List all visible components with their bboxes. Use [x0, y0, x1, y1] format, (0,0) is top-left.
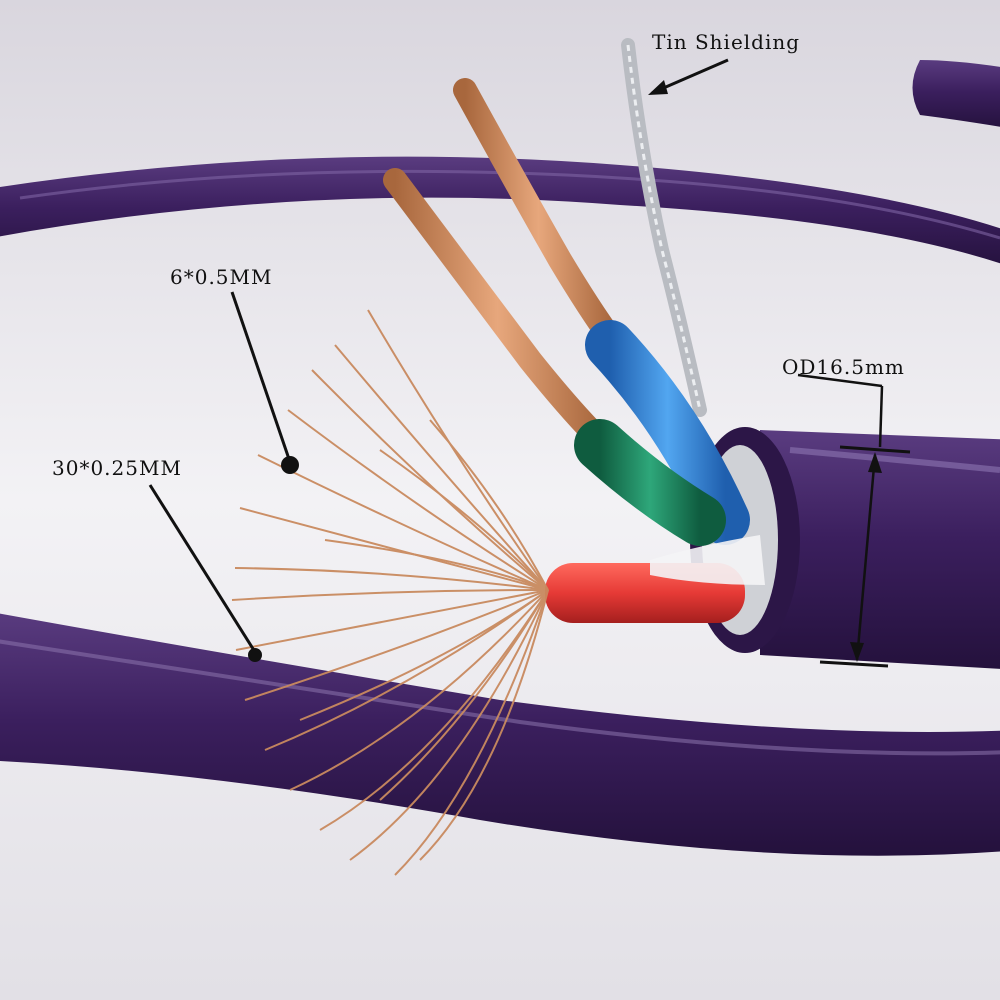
cable-highlight	[789, 447, 1000, 473]
conductor-30-dot	[248, 648, 262, 662]
outer-diameter-label: OD16.5mm	[782, 355, 905, 379]
conductor-30-label: 30*0.25MM	[52, 456, 182, 480]
od-leader-vertical	[878, 385, 884, 448]
conductor-6-pointer	[230, 291, 292, 463]
shielding-texture	[626, 44, 702, 411]
conductor-6-dot	[281, 456, 299, 474]
cable-main-jacket	[760, 430, 1000, 669]
od-arrow-bottom	[850, 642, 864, 662]
tin-shielding-label: Tin Shielding	[652, 30, 801, 54]
fanned-copper-strands	[231, 309, 549, 876]
cable-end-top-right	[912, 60, 1000, 127]
od-leader	[797, 373, 883, 388]
blue-insulation	[585, 320, 750, 545]
copper-strand-blue	[453, 78, 624, 352]
od-bottom-tick	[819, 660, 889, 668]
od-arrow-top	[868, 452, 882, 473]
od-top-tick	[839, 445, 911, 454]
cable-highlight	[0, 639, 1000, 756]
paper-filler	[650, 535, 765, 585]
cable-loop-upper	[0, 156, 1000, 264]
od-dimension-line	[855, 454, 877, 661]
copper-strand-green	[383, 168, 612, 452]
conductor-6-label: 6*0.5MM	[170, 265, 273, 289]
cable-highlight	[19, 169, 1000, 240]
green-insulation	[574, 419, 726, 546]
tin-shielding-arrowhead	[648, 80, 668, 95]
conductor-30-pointer	[148, 484, 257, 653]
